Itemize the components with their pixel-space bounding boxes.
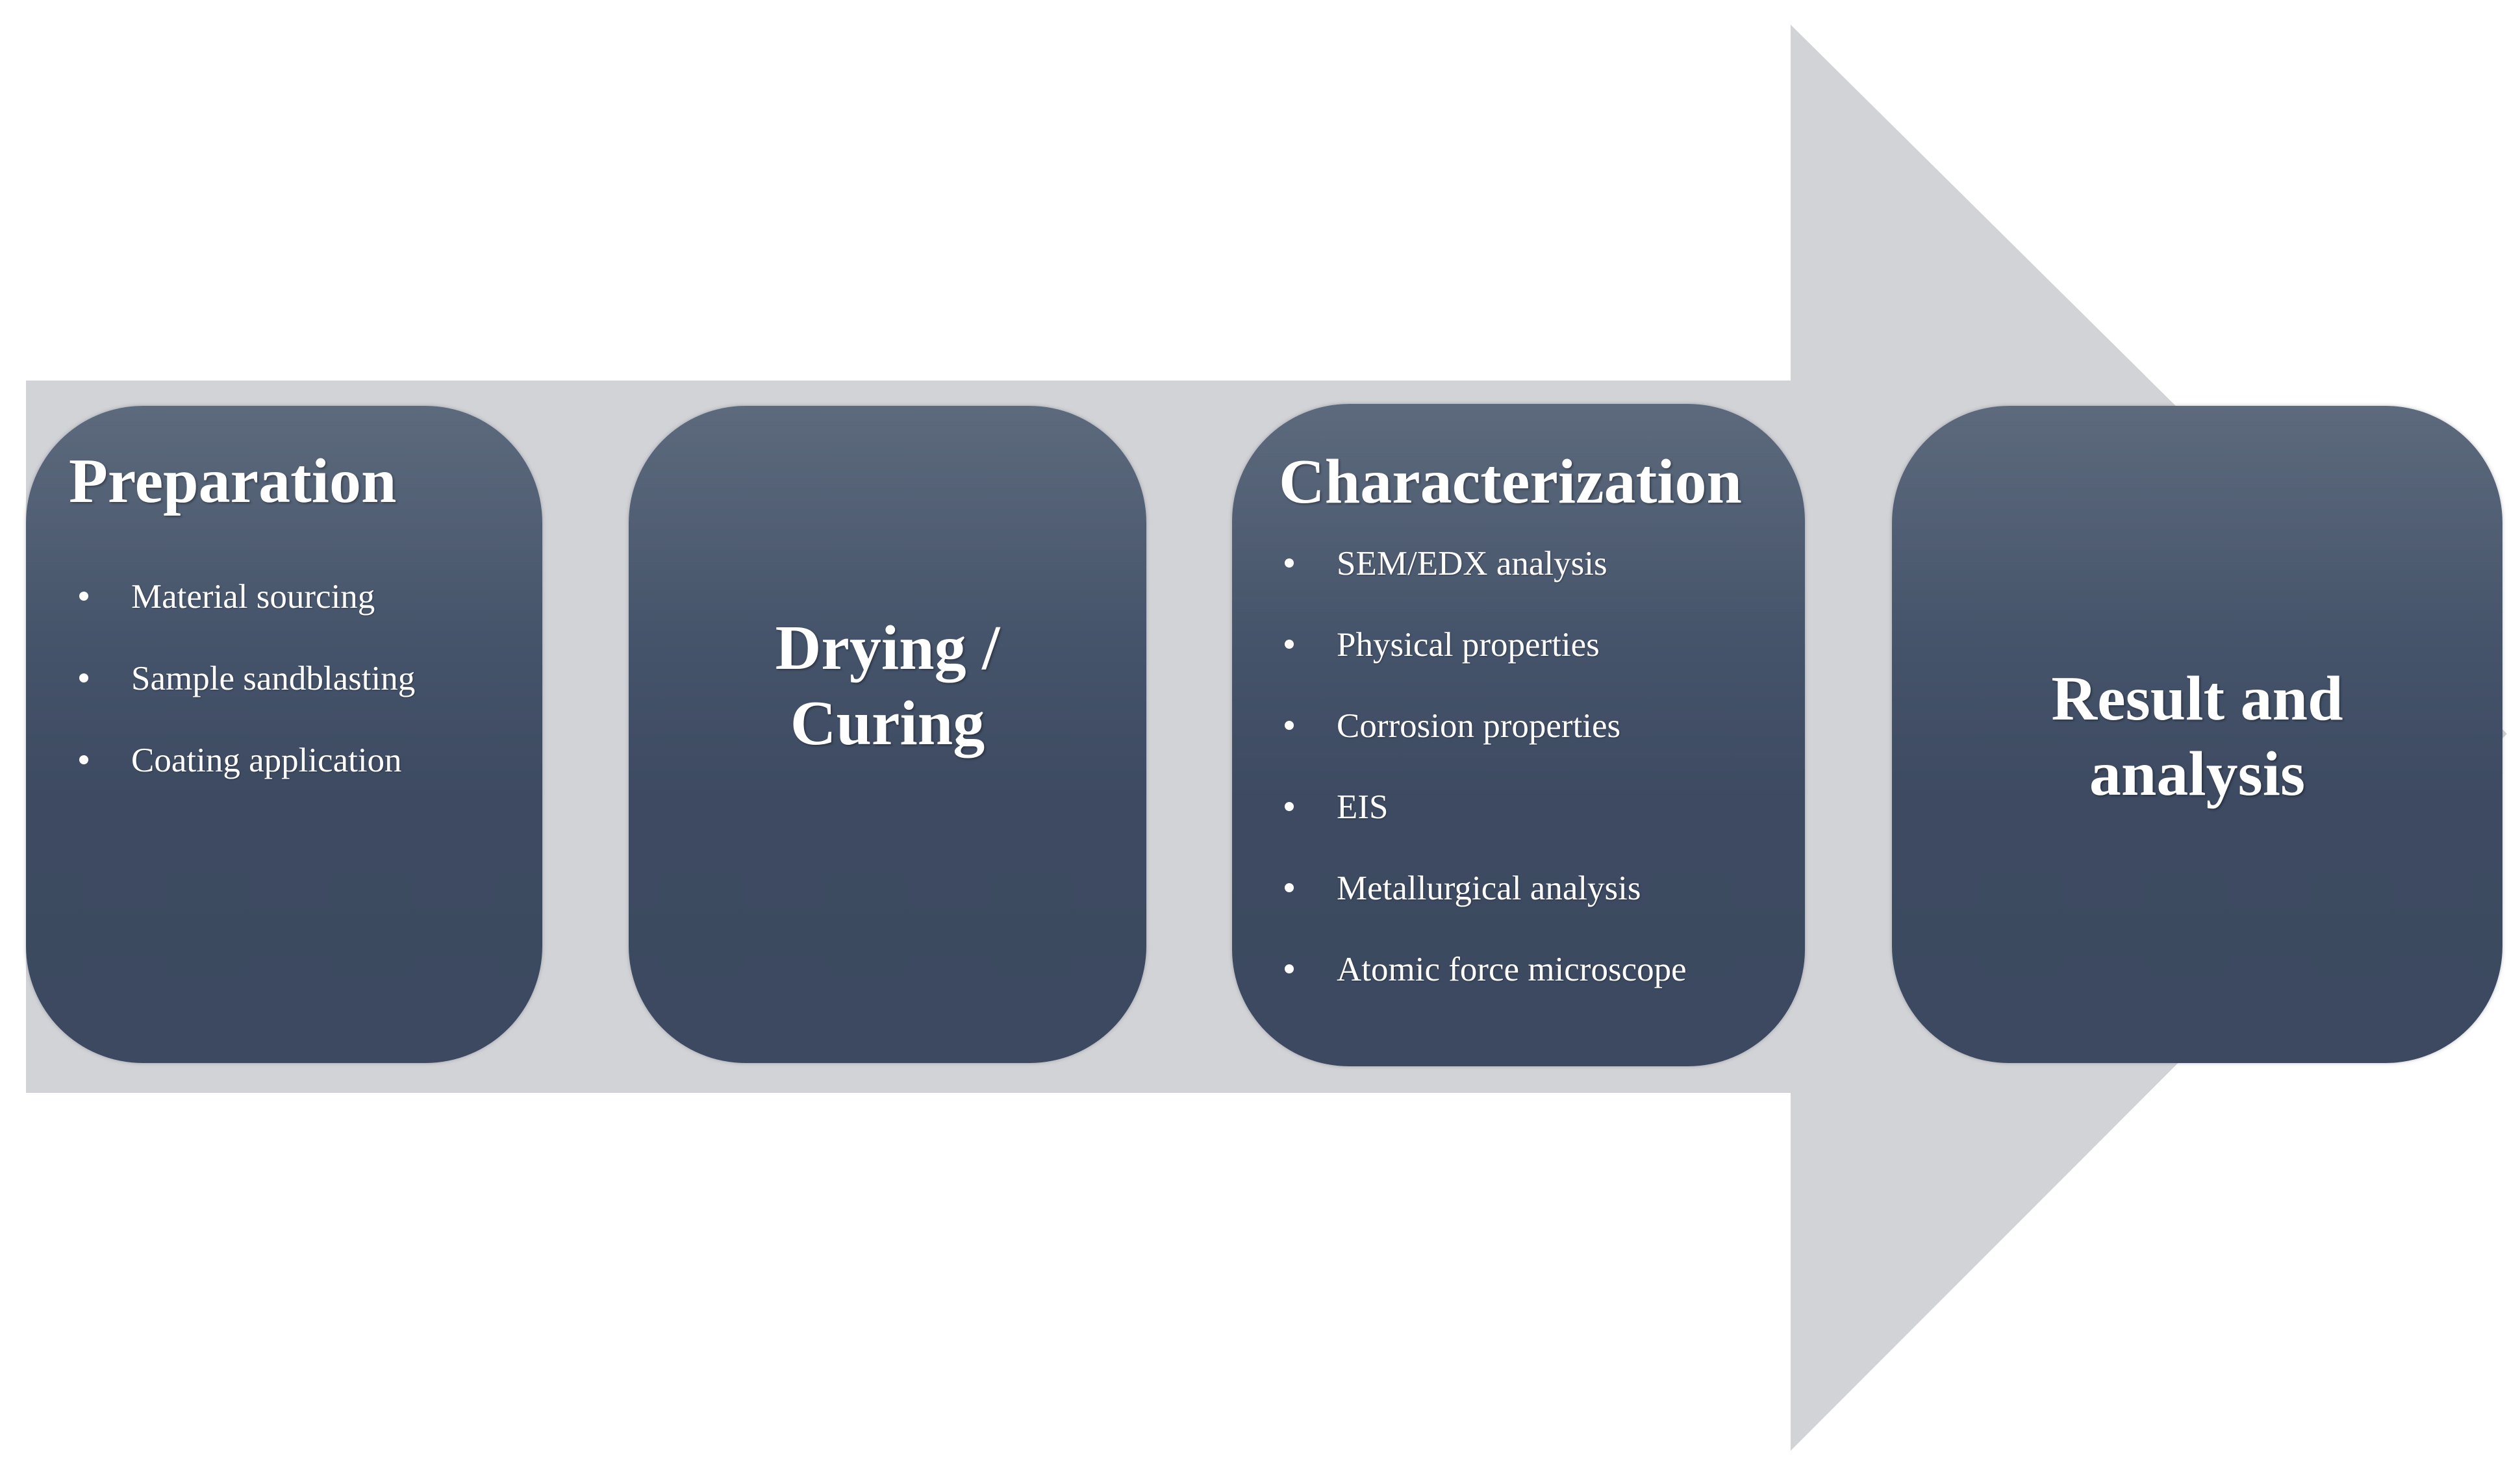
list-item: EIS [1285,790,1687,825]
step-title-drying-curing: Drying / Curing [775,613,1000,758]
list-item: Atomic force microscope [1285,953,1687,987]
list-item: Metallurgical analysis [1285,871,1687,906]
step-title-characterization: Characterization [1279,447,1742,517]
bullet-icon [1285,964,1294,973]
list-item: Coating application [79,744,415,778]
list-item: Sample sandblasting [79,662,415,696]
bullet-icon [79,673,88,682]
step-preparation: Preparation Material sourcing Sample san… [26,406,542,1063]
bullet-icon [1285,883,1294,892]
list-item: SEM/EDX analysis [1285,547,1687,581]
bullet-icon [79,755,88,764]
step-result-analysis: Result and analysis [1892,406,2502,1063]
bullet-icon [1285,640,1294,649]
preparation-list: Material sourcing Sample sandblasting Co… [79,580,415,825]
bullet-icon [1285,721,1294,730]
step-drying-curing: Drying / Curing [629,406,1146,1063]
step-characterization: Characterization SEM/EDX analysis Physic… [1232,404,1805,1066]
list-item: Corrosion properties [1285,709,1687,744]
list-item: Physical properties [1285,628,1687,662]
list-item: Material sourcing [79,580,415,614]
step-title-result-analysis: Result and analysis [2051,664,2343,809]
step-title-preparation: Preparation [69,446,397,516]
bullet-icon [1285,802,1294,811]
bullet-icon [79,592,88,601]
characterization-list: SEM/EDX analysis Physical properties Cor… [1285,547,1687,1034]
bullet-icon [1285,558,1294,568]
